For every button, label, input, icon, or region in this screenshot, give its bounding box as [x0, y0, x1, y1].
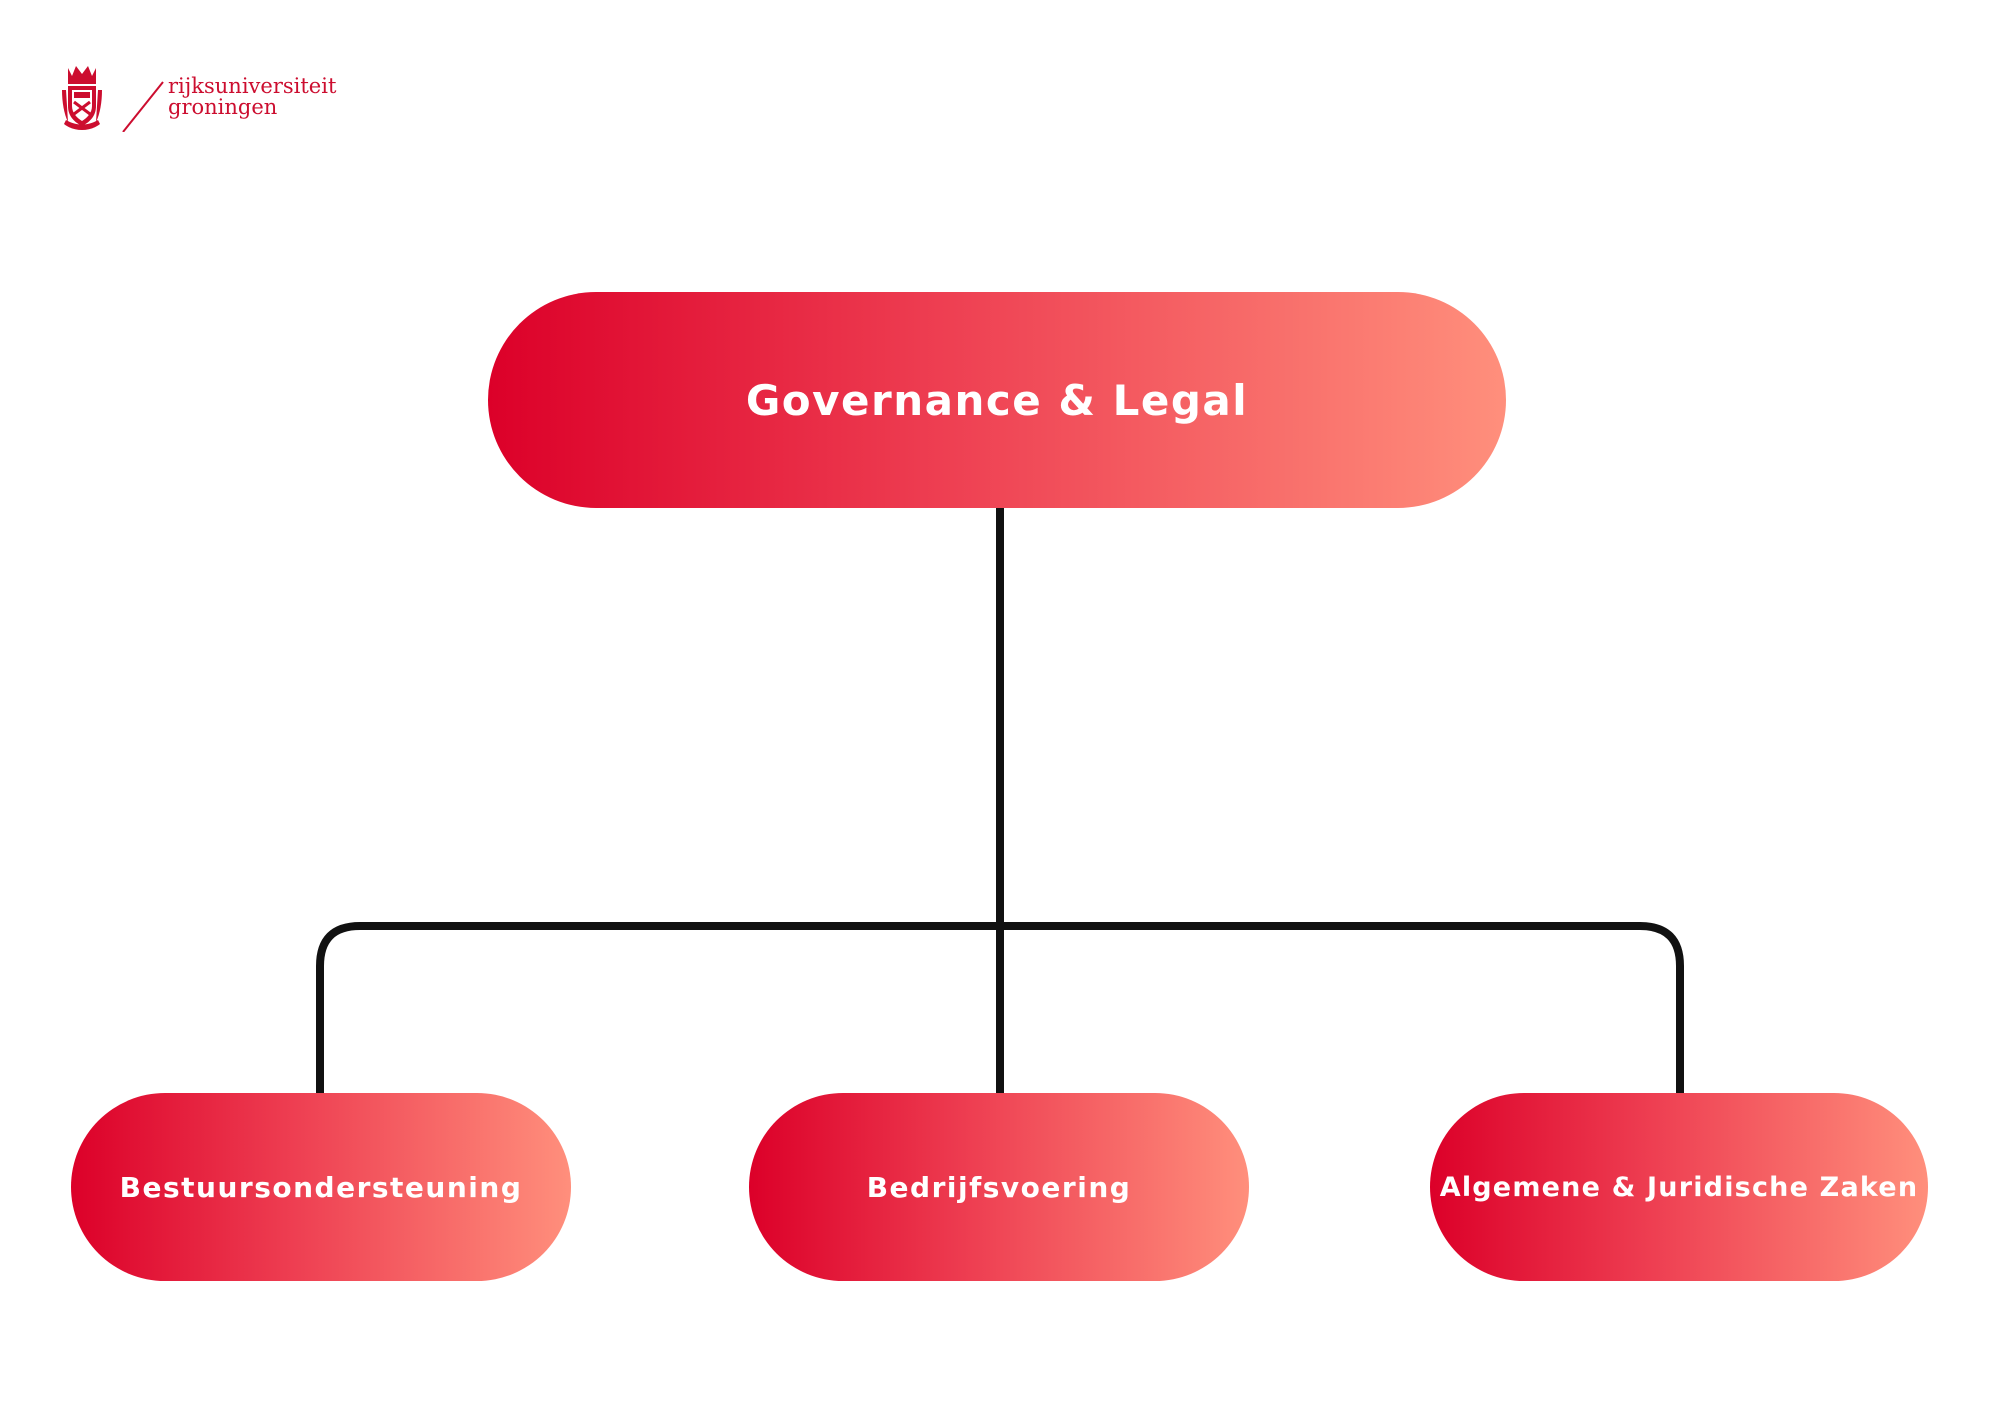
connector-left-branch — [316, 922, 1000, 1096]
node-bestuursondersteuning: Bestuursondersteuning — [71, 1093, 571, 1281]
university-name-line1: rijksuniversiteit — [168, 74, 337, 98]
node-governance-legal: Governance & Legal — [488, 292, 1506, 508]
node-governance-legal-label: Governance & Legal — [745, 375, 1249, 425]
node-algemene-juridische-zaken-label: Algemene & Juridische Zaken — [1439, 1171, 1919, 1203]
university-name-line2: groningen — [168, 95, 278, 119]
university-logo: rijksuniversiteit groningen — [60, 62, 360, 142]
university-name: rijksuniversiteit groningen — [168, 76, 336, 118]
connector-right-branch — [1000, 922, 1684, 1096]
logo-slash — [122, 81, 164, 132]
node-bedrijfsvoering-label: Bedrijfsvoering — [866, 1170, 1132, 1204]
university-crest-icon — [62, 66, 102, 130]
node-bestuursondersteuning-label: Bestuursondersteuning — [119, 1170, 523, 1204]
node-bedrijfsvoering: Bedrijfsvoering — [749, 1093, 1249, 1281]
node-algemene-juridische-zaken: Algemene & Juridische Zaken — [1430, 1093, 1928, 1281]
